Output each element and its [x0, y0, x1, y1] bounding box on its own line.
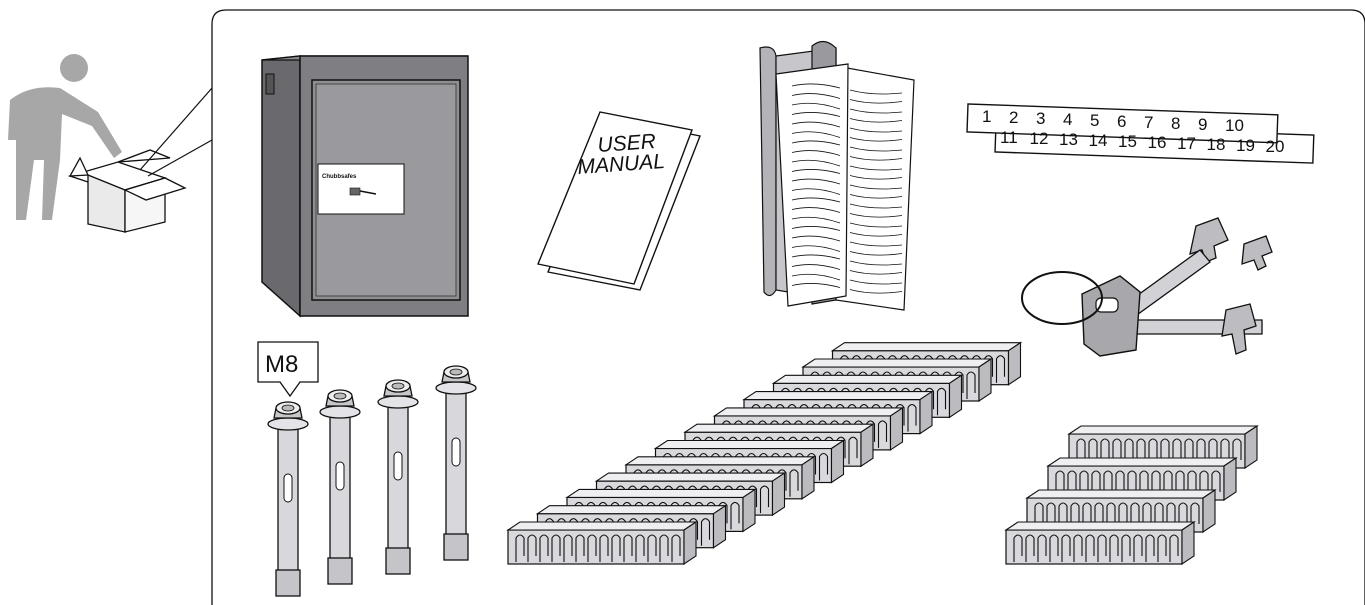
number-label: 4: [1063, 110, 1072, 129]
number-label: 15: [1118, 132, 1137, 151]
number-label: 3: [1036, 109, 1045, 128]
anchor-bolts: [268, 366, 476, 596]
anchor-bolt: [436, 366, 476, 560]
number-label: 14: [1089, 131, 1108, 150]
master-keys: [1022, 218, 1272, 356]
anchor-bolt: [320, 390, 360, 584]
hook-strips-large-group: [508, 343, 1021, 564]
cabinet-brand-label: Chubbsafes: [322, 174, 357, 180]
hook-strips-small-group: [1006, 426, 1257, 564]
number-label: 16: [1148, 133, 1167, 152]
key-index-binder: [760, 41, 914, 310]
number-label: 6: [1117, 112, 1126, 131]
number-label: 7: [1144, 113, 1153, 132]
number-label: 9: [1198, 115, 1207, 134]
number-label: 18: [1207, 135, 1226, 154]
number-label: 12: [1030, 129, 1049, 148]
number-label: 19: [1236, 136, 1255, 155]
hook-strip: [1006, 522, 1194, 564]
hook-strip: [508, 522, 696, 564]
number-label: 5: [1090, 111, 1099, 130]
person-unpacking-icon: [8, 54, 212, 232]
anchor-bolt: [378, 380, 418, 574]
user-manual: USER MANUAL: [538, 112, 700, 290]
anchor-bolt: [268, 402, 308, 596]
bolt-size-label: M8: [265, 351, 298, 378]
number-label: 1: [982, 107, 991, 126]
bolt-size-callout: M8: [258, 342, 318, 396]
number-label: 13: [1059, 130, 1078, 149]
number-label: 8: [1171, 114, 1180, 133]
number-label: 17: [1177, 134, 1196, 153]
number-label: 11: [1000, 128, 1018, 147]
key-cabinet: Chubbsafes: [262, 56, 468, 316]
number-label: 20: [1266, 137, 1285, 156]
number-label: 10: [1225, 116, 1244, 135]
number-label: 2: [1009, 108, 1018, 127]
